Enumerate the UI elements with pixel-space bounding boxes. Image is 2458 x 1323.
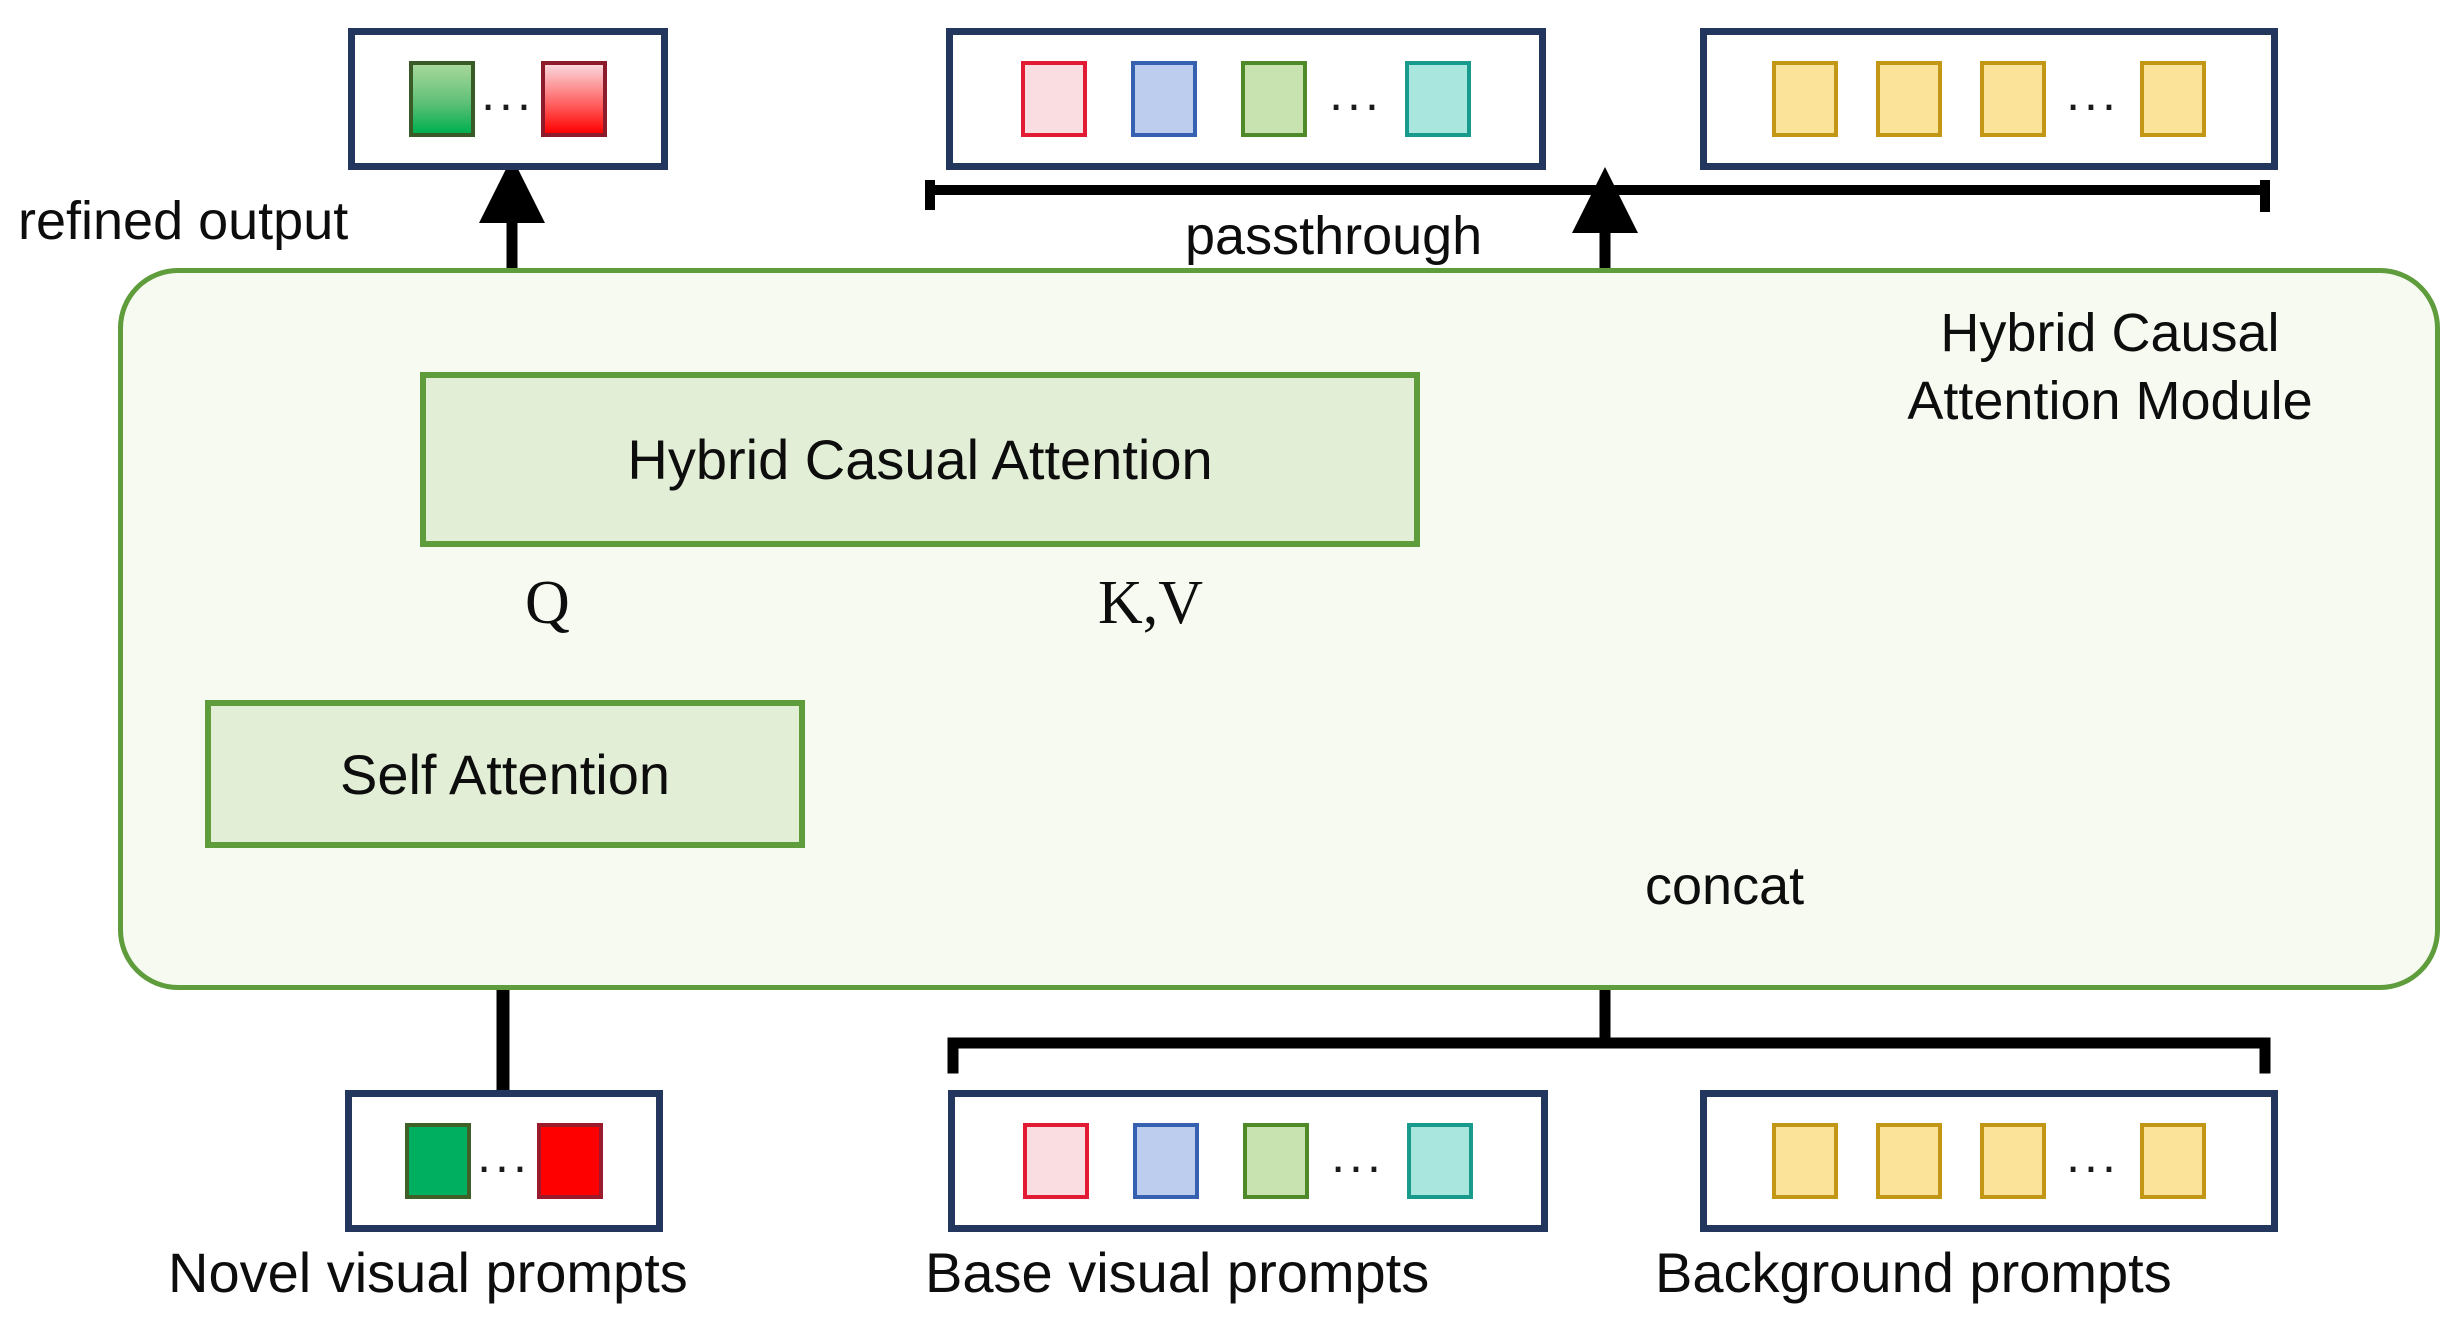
chip-green-gradient <box>409 61 476 137</box>
chip-pink <box>1023 1123 1090 1199</box>
ellipsis-glyph: ... <box>1329 64 1383 121</box>
chip-yellow <box>1980 61 2047 137</box>
chip-red-solid <box>536 1123 603 1199</box>
label-kv: K,V <box>1098 569 1204 637</box>
chip-teal <box>1404 61 1471 137</box>
chip-yellow <box>1772 1123 1839 1199</box>
chip-row: ... <box>1023 1123 1473 1199</box>
chip-row: ... <box>409 61 607 137</box>
self-attention-block[interactable]: Self Attention <box>205 700 805 848</box>
chip-yellow <box>1876 1123 1943 1199</box>
chip-yellow <box>2139 1123 2206 1199</box>
base-tokens-top-box[interactable]: ... <box>946 28 1546 170</box>
chip-teal <box>1406 1123 1473 1199</box>
label-passthrough: passthrough <box>1185 206 1483 266</box>
ellipsis-glyph: ... <box>477 1126 531 1183</box>
self-attention-label: Self Attention <box>339 742 670 806</box>
hybrid-casual-attention-block[interactable]: Hybrid Casual Attention <box>420 372 1420 547</box>
ellipsis-glyph: ... <box>481 64 535 121</box>
chip-pink <box>1021 61 1088 137</box>
chip-yellow <box>1980 1123 2047 1199</box>
chip-row: ... <box>1772 61 2206 137</box>
caption-novel-visual-prompts: Novel visual prompts <box>168 1241 688 1304</box>
ellipsis-glyph: ... <box>2066 64 2120 121</box>
chip-blue <box>1131 61 1198 137</box>
caption-background-prompts: Background prompts <box>1655 1241 2172 1304</box>
base-tokens-bottom-box[interactable]: ... <box>948 1090 1548 1232</box>
chip-row: ... <box>1021 61 1471 137</box>
chip-red-gradient <box>540 61 607 137</box>
chip-light-green <box>1243 1123 1310 1199</box>
bottom-bracket <box>947 1037 2271 1074</box>
top-bracket <box>925 180 2270 212</box>
chip-blue <box>1133 1123 1200 1199</box>
chip-yellow <box>1772 61 1839 137</box>
background-tokens-bottom-box[interactable]: ... <box>1700 1090 2278 1232</box>
refined-output-tokens-box[interactable]: ... <box>348 28 668 170</box>
chip-row: ... <box>405 1123 603 1199</box>
module-title: Hybrid Causal Attention Module <box>1907 303 2313 431</box>
novel-tokens-bottom-box[interactable]: ... <box>345 1090 663 1232</box>
hybrid-casual-attention-label: Hybrid Casual Attention <box>627 428 1213 491</box>
label-q: Q <box>525 569 570 637</box>
chip-light-green <box>1241 61 1308 137</box>
ellipsis-glyph: ... <box>2066 1126 2120 1183</box>
caption-base-visual-prompts: Base visual prompts <box>925 1241 1430 1304</box>
background-tokens-top-box[interactable]: ... <box>1700 28 2278 170</box>
chip-green-solid <box>405 1123 472 1199</box>
label-refined-output: refined output <box>18 191 349 251</box>
chip-yellow <box>2139 61 2206 137</box>
label-concat: concat <box>1645 856 1805 916</box>
chip-yellow <box>1876 61 1943 137</box>
chip-row: ... <box>1772 1123 2206 1199</box>
ellipsis-glyph: ... <box>1331 1126 1385 1183</box>
